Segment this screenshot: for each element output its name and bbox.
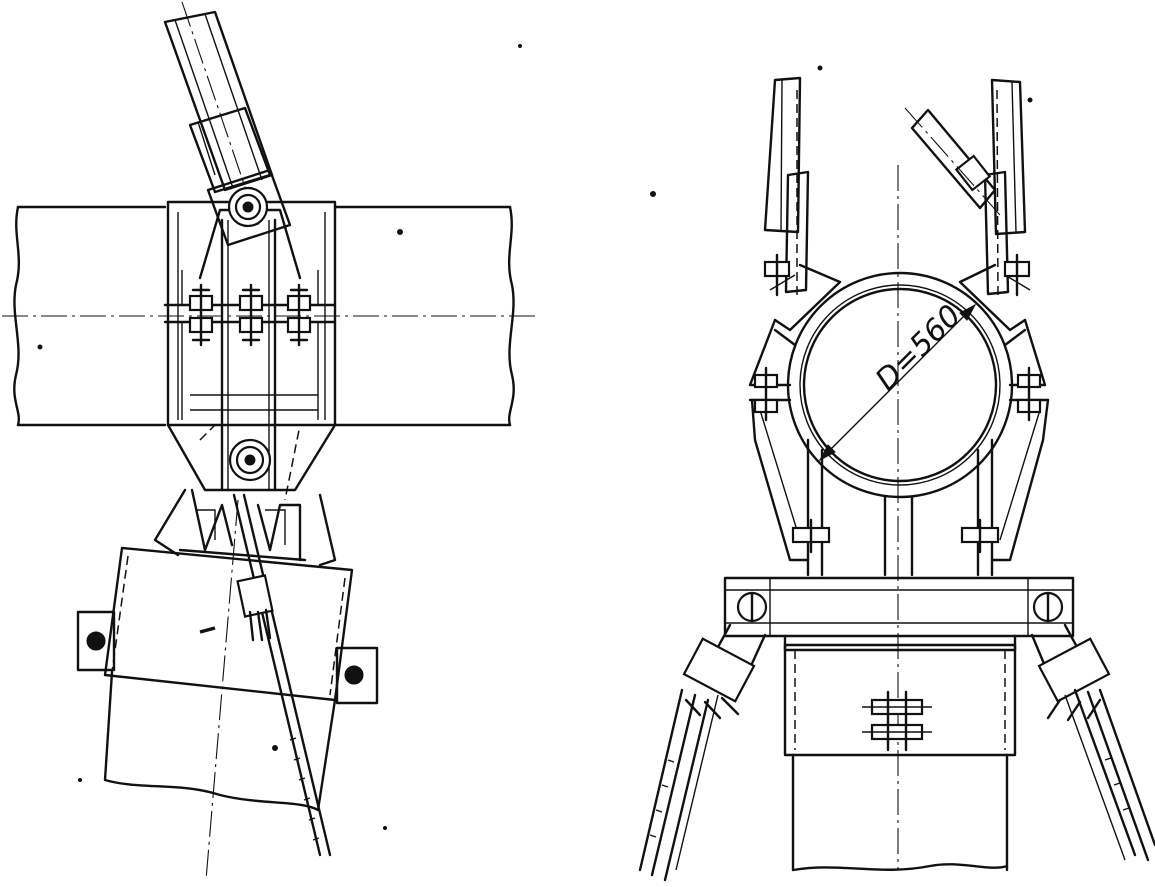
- upper-strut-right: [983, 78, 1027, 301]
- flange-bolts-side: [188, 283, 312, 347]
- cross-beam: [723, 576, 1075, 638]
- clamp-bolts-front: [753, 253, 1042, 554]
- inclined-strut: [163, 1, 292, 247]
- tension-rod-left: [638, 623, 767, 882]
- tension-rod-right: [1030, 623, 1155, 862]
- upper-strut-left: [763, 76, 810, 300]
- diameter-label: D=560: [869, 298, 968, 397]
- support-cylinder-side: [76, 499, 379, 881]
- diagonal-brace: [904, 107, 1001, 216]
- right-view: D=560: [37, 44, 1155, 882]
- horizontal-pipe: [2, 205, 535, 427]
- left-view: [2, 1, 535, 881]
- support-column: [783, 634, 1017, 872]
- wire-rope-left: [232, 493, 332, 857]
- lower-pin: [228, 438, 272, 482]
- hanger-yoke: [153, 488, 337, 567]
